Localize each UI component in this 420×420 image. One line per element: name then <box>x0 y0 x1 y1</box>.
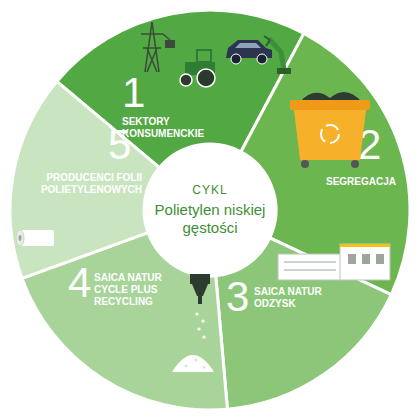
step-label: SEKTORY KONSUMENCKIE <box>122 116 214 140</box>
cycle-subject: Polietylen niskiej gęstości <box>149 201 271 237</box>
center-circle: CYKL Polietylen niskiej gęstości <box>144 144 276 276</box>
cycle-heading: CYKL <box>192 183 227 198</box>
step-number: 1 <box>122 72 145 114</box>
step-label: SAICA NATUR ODZYSK <box>254 286 330 310</box>
step-number: 4 <box>68 262 91 304</box>
step-number: 3 <box>226 276 249 318</box>
cycle-segment: 5PRODUCENCI FOLII POLIETYLENOWYCH <box>8 79 162 280</box>
step-label: PRODUCENCI FOLII POLIETYLENOWYCH <box>34 172 142 196</box>
step-label: SAICA NATUR CYCLE PLUS RECYCLING <box>94 272 174 308</box>
segment-wedge <box>10 81 159 278</box>
step-number: 5 <box>108 124 131 166</box>
circle-fill <box>145 145 275 275</box>
center-text-group: CYKL Polietylen niskiej gęstości <box>144 144 276 276</box>
step-number: 2 <box>358 124 381 166</box>
step-label: SEGREGACJA <box>326 176 402 188</box>
